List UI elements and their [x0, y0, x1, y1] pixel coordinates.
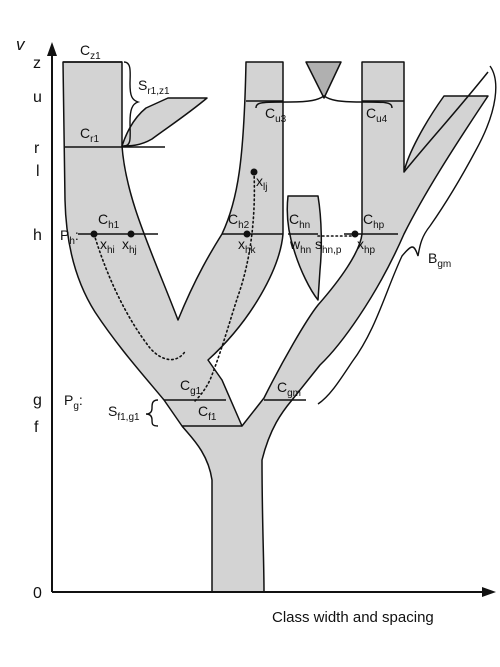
point-xhp: [351, 230, 359, 238]
dotted-path-middle: [193, 171, 256, 403]
label-xlj: xlj: [256, 173, 267, 193]
point-xhk: [243, 230, 251, 238]
axes: [47, 42, 496, 597]
brace-sf1g1: [145, 399, 159, 427]
x-axis-arrow: [482, 587, 496, 597]
braces: [123, 61, 497, 427]
x-axis-label: Class width and spacing: [272, 609, 434, 626]
label-chn: Chn: [289, 211, 310, 231]
label-cr1: Cr1: [80, 125, 99, 145]
branch-cu4-right: [403, 71, 489, 173]
label-shnp: shn,p: [315, 236, 342, 256]
label-cz1: Cz1: [80, 42, 101, 62]
brace-sr1z1: [123, 61, 141, 147]
label-bgm: Bgm: [428, 250, 451, 270]
y-axis-arrow: [47, 42, 57, 56]
branch-trunk: [62, 61, 489, 593]
label-chp: Chp: [363, 211, 385, 231]
level-label-zero: 0: [33, 585, 42, 602]
label-ch1: Ch1: [98, 211, 120, 231]
label-cf1: Cf1: [198, 403, 217, 423]
label-ph: Ph:: [60, 227, 79, 247]
level-label-l: l: [36, 163, 40, 180]
branch-hn-loop: [286, 195, 323, 301]
point-xlj: [250, 168, 258, 176]
branch-u-small: [121, 97, 208, 147]
label-cu4: Cu4: [366, 105, 388, 125]
level-label-r: r: [34, 140, 40, 157]
brace-top-middle: [255, 95, 393, 109]
label-pg: Pg:: [64, 392, 83, 412]
label-cu3: Cu3: [265, 105, 287, 125]
label-whn: whn: [289, 236, 311, 256]
cut-lines: [63, 61, 404, 427]
level-label-u: u: [33, 89, 42, 106]
dotted-path-left: [93, 233, 187, 361]
label-ch2: Ch2: [228, 211, 250, 231]
brace-bgm: [317, 65, 497, 405]
dotted-paths: [93, 171, 353, 403]
label-xhp: xhp: [357, 236, 376, 256]
label-cg1: Cg1: [180, 377, 202, 397]
label-cgm: Cgm: [277, 379, 301, 399]
label-sr1z1: Sr1,z1: [138, 77, 170, 97]
branch-tree: [62, 61, 489, 593]
label-xhk: xhk: [238, 236, 257, 256]
label-xhi: xhi: [100, 236, 115, 256]
diagram-labels: Cz1 Sr1,z1 Cr1 Cu3 Cu4 xlj Ph: Ch1 xhi x…: [60, 42, 451, 423]
level-label-g: g: [33, 392, 42, 409]
label-sf1g1: Sf1,g1: [108, 403, 140, 423]
point-xhj: [127, 230, 135, 238]
level-label-h: h: [33, 227, 42, 244]
point-xhi: [90, 230, 98, 238]
level-label-f: f: [34, 419, 39, 436]
level-labels: z u r l h g f 0: [33, 55, 42, 602]
y-axis-label: v: [16, 35, 26, 54]
level-label-z: z: [33, 55, 41, 72]
triangle-top: [305, 61, 342, 99]
observation-points: [90, 168, 359, 238]
label-xhj: xhj: [122, 236, 137, 256]
